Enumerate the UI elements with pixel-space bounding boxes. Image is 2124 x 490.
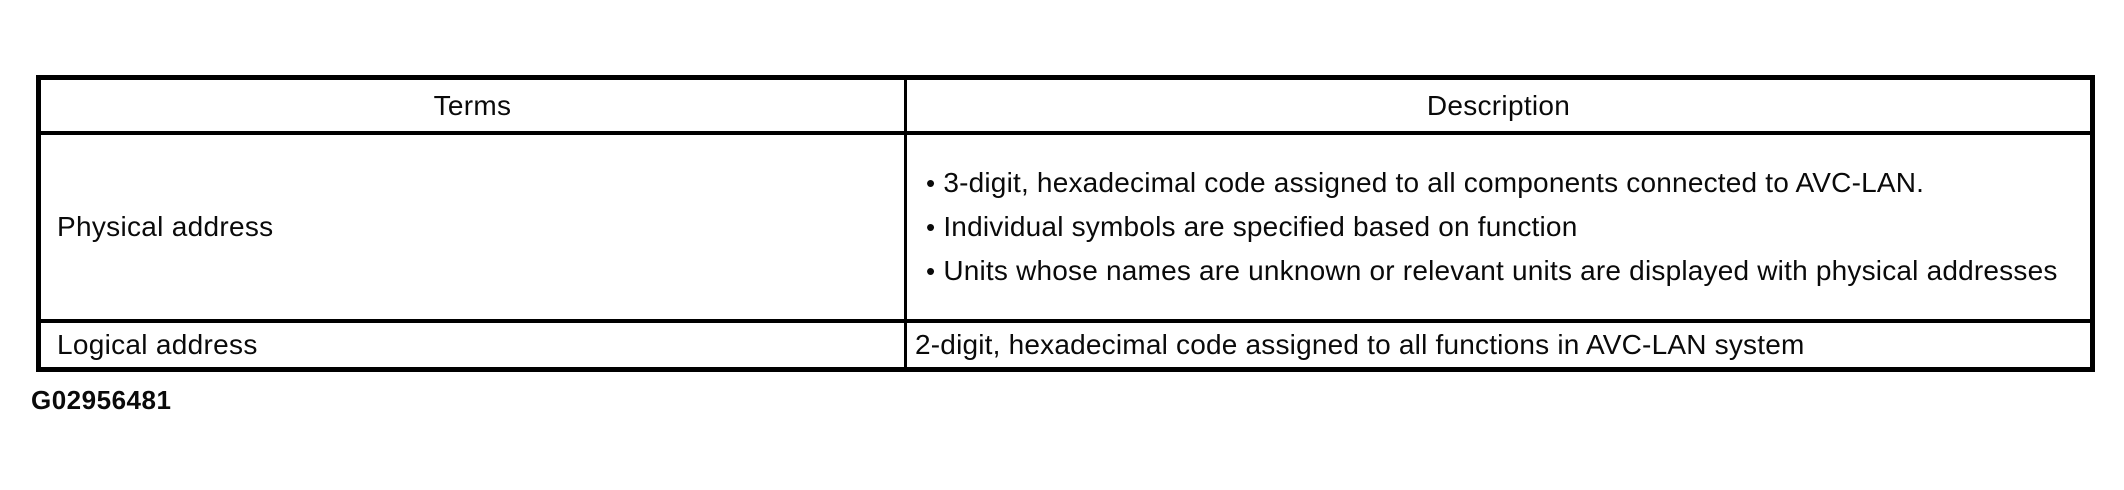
bullet-item-hex-code: 3-digit, hexadecimal code assigned to al…	[915, 161, 2078, 205]
description-cell-physical-address: 3-digit, hexadecimal code assigned to al…	[904, 131, 2094, 323]
terms-description-table-container: Terms Description Physical address 3-dig…	[36, 75, 2095, 372]
description-cell-logical-address: 2-digit, hexadecimal code assigned to al…	[904, 319, 2094, 371]
term-cell-physical-address: Physical address	[37, 131, 907, 323]
table-row-logical-address: Logical address 2-digit, hexadecimal cod…	[37, 319, 2094, 371]
bullet-item-unknown-units: Units whose names are unknown or relevan…	[915, 249, 2078, 293]
description-column-header: Description	[904, 76, 2094, 135]
table-header-row: Terms Description	[37, 76, 2094, 135]
terms-description-table: Terms Description Physical address 3-dig…	[36, 75, 2095, 372]
table-row-physical-address: Physical address 3-digit, hexadecimal co…	[37, 131, 2094, 323]
figure-id: G02956481	[31, 385, 172, 415]
logical-address-description-text: 2-digit, hexadecimal code assigned to al…	[915, 329, 1805, 360]
terms-column-header: Terms	[37, 76, 907, 135]
bullet-item-individual-symbols: Individual symbols are specified based o…	[915, 205, 2078, 249]
term-cell-logical-address: Logical address	[37, 319, 907, 371]
